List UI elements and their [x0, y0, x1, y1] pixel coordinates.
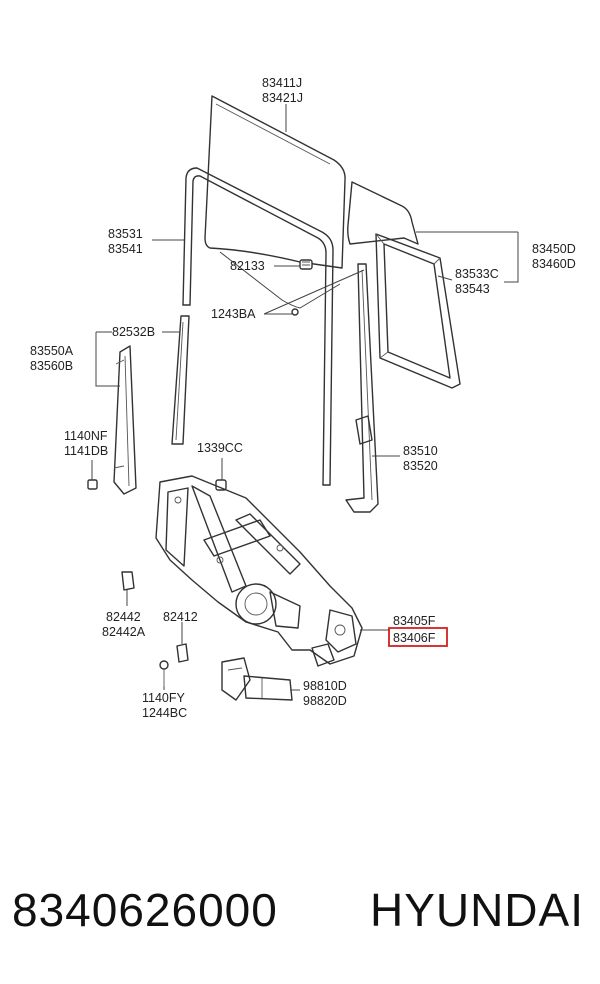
brand-name: HYUNDAI [369, 884, 584, 936]
part-number: 8340626000 [12, 884, 278, 936]
label-83520: 83520 [403, 459, 438, 473]
label-98810D: 98810D [303, 679, 347, 693]
label-83421J: 83421J [262, 91, 303, 105]
window-motor [221, 657, 293, 701]
label-83510: 83510 [403, 444, 438, 458]
rear-channel [345, 263, 379, 513]
label-82133: 82133 [230, 259, 265, 273]
label-82532B: 82532B [112, 325, 155, 339]
label-82442: 82442 [106, 610, 141, 624]
window-regulator [155, 475, 363, 667]
label-83411J: 83411J [262, 76, 302, 90]
label-83406F: 83406F [393, 631, 436, 645]
door-glass [204, 95, 346, 269]
label-83450D: 83450D [532, 242, 576, 256]
nut-82412 [176, 643, 189, 663]
screw-1243BA [291, 308, 299, 316]
part-labels: 83411J 83421J 83531 83541 82133 1243BA 8… [30, 76, 576, 720]
label-1339CC: 1339CC [197, 441, 243, 455]
label-1243BA: 1243BA [211, 307, 256, 321]
glass-run-channel [182, 167, 334, 486]
label-1140NF: 1140NF [64, 429, 108, 443]
leader-lines [91, 104, 519, 691]
quarter-glass-frame [375, 233, 461, 389]
label-1141DB: 1141DB [64, 444, 108, 458]
clip-82442 [121, 571, 135, 591]
quarter-glass [347, 181, 419, 245]
front-channel [113, 345, 137, 495]
label-83543: 83543 [455, 282, 490, 296]
label-82442A: 82442A [102, 625, 146, 639]
screw-1140FY [159, 660, 169, 686]
bolt-1140NF [87, 479, 98, 490]
label-83533C: 83533C [455, 267, 499, 281]
label-83460D: 83460D [532, 257, 576, 271]
bolt-82133 [299, 259, 313, 270]
label-83550A: 83550A [30, 344, 74, 358]
label-83405F: 83405F [393, 614, 436, 628]
label-83531: 83531 [108, 227, 143, 241]
label-1140FY: 1140FY [142, 691, 186, 705]
label-83541: 83541 [108, 242, 143, 256]
label-1244BC: 1244BC [142, 706, 187, 720]
footer: 8340626000 HYUNDAI [0, 870, 600, 950]
label-98820D: 98820D [303, 694, 347, 708]
label-83560B: 83560B [30, 359, 73, 373]
highlight-box [388, 627, 448, 647]
lower-sash-channel [171, 315, 190, 445]
label-82412: 82412 [163, 610, 198, 624]
